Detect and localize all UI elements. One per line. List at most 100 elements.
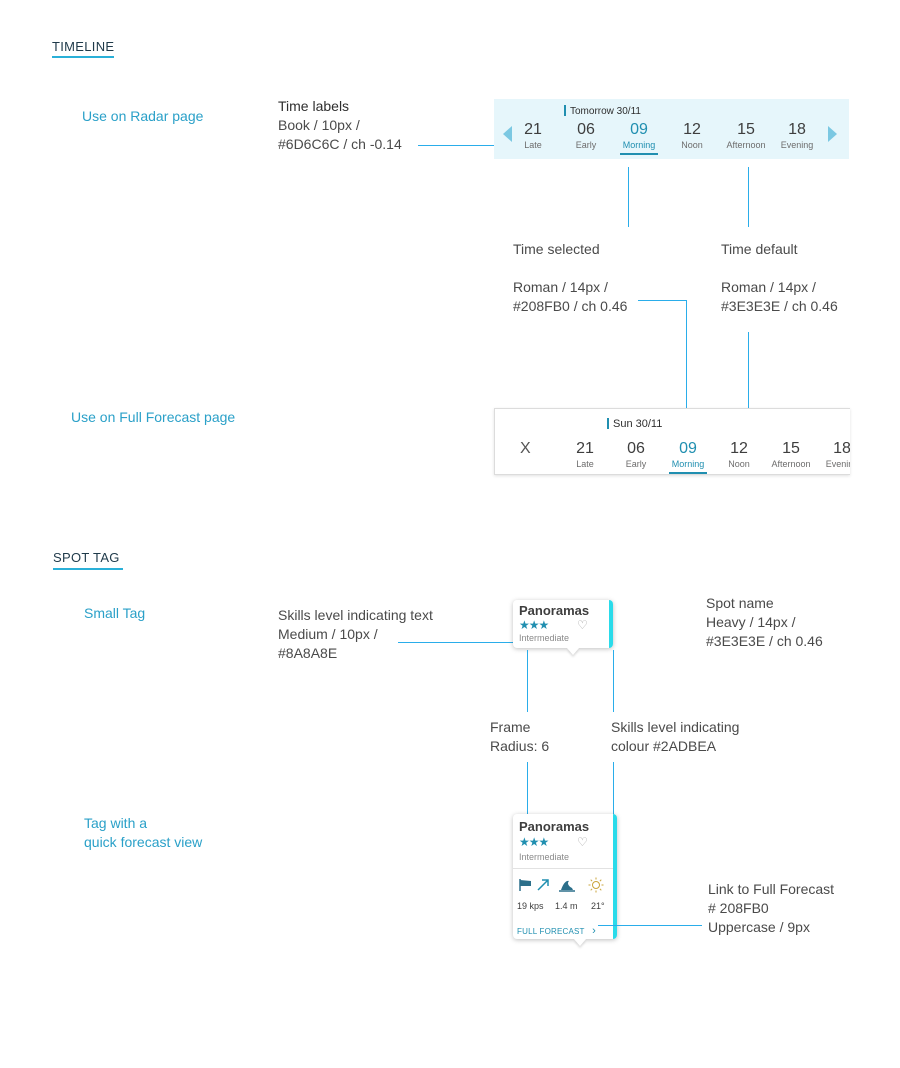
slot-hour: 12 <box>730 440 748 457</box>
slot-label: Afternoon <box>726 140 766 150</box>
slot-hour: 18 <box>833 440 850 457</box>
connector-line <box>748 167 749 227</box>
label-small-tag: Small Tag <box>84 605 146 621</box>
label-line: Tag with a <box>84 815 148 831</box>
time-slot[interactable]: 15 Afternoon <box>721 121 771 151</box>
full-forecast-link[interactable]: FULL FORECAST › <box>517 921 596 939</box>
time-slot[interactable]: 18 Evening <box>817 440 850 470</box>
connector-line <box>628 167 629 227</box>
star-rating-icon: ★★★ <box>519 835 549 849</box>
note-line: #8A8A8E <box>278 645 338 661</box>
skill-level-text: Intermediate <box>519 633 570 643</box>
time-slot[interactable]: 15 Afternoon <box>766 440 816 470</box>
connector-line <box>638 300 686 301</box>
timeline-radar: Tomorrow 30/11 21 Late 06 Early 09 Morni… <box>494 99 849 159</box>
slot-label: Noon <box>728 459 750 469</box>
skill-level-text: Intermediate <box>519 852 570 862</box>
note-time-labels: Time labels Book / 10px / #6D6C6C / ch -… <box>278 97 402 154</box>
note-line: Book / 10px / <box>278 117 360 133</box>
note-skills-text: Skills level indicating text Medium / 10… <box>278 606 433 663</box>
slot-label: Afternoon <box>771 459 811 469</box>
note-link: Link to Full Forecast # 208FB0 Uppercase… <box>708 880 834 937</box>
close-icon[interactable]: X <box>520 440 531 457</box>
note-line: Heavy / 14px / <box>706 614 796 630</box>
slot-label: Evening <box>825 459 850 469</box>
slot-label: Morning <box>622 140 656 150</box>
note-line: Link to Full Forecast <box>708 881 835 897</box>
note-line: Medium / 10px / <box>278 626 378 642</box>
tag-pointer <box>567 648 579 655</box>
divider <box>513 868 613 869</box>
label-full-forecast-page: Use on Full Forecast page <box>71 409 236 425</box>
date-marker <box>564 105 566 116</box>
slot-hour: 15 <box>737 121 755 138</box>
slot-hour: 15 <box>782 440 800 457</box>
slot-hour: 18 <box>788 121 806 138</box>
label-tag-forecast: Tag with a quick forecast view <box>84 814 202 852</box>
heart-icon[interactable]: ♡ <box>577 618 588 632</box>
tag-pointer <box>574 939 586 946</box>
temperature: 21° <box>591 901 605 911</box>
note-line: Skills level indicating <box>611 719 740 735</box>
note-line: #6D6C6C / ch -0.14 <box>278 136 402 152</box>
chevron-right-icon[interactable] <box>828 126 837 142</box>
note-line: #208FB0 / ch 0.46 <box>513 298 628 314</box>
note-frame: Frame Radius: 6 <box>490 718 549 756</box>
time-slot[interactable]: 12 Noon <box>714 440 764 470</box>
chevron-right-icon: › <box>592 925 596 937</box>
note-spot-name: Spot name Heavy / 14px / #3E3E3E / ch 0.… <box>706 594 823 651</box>
slot-label: Early <box>575 140 597 150</box>
connector-line <box>527 650 528 712</box>
wind-icon <box>519 879 549 891</box>
timeline-full-forecast: X Sun 30/11 21 Late 06 Early 09 Morning … <box>494 408 850 475</box>
heart-icon[interactable]: ♡ <box>577 835 588 849</box>
timeline-date: Sun 30/11 <box>607 418 662 430</box>
slot-hour: 09 <box>630 121 648 138</box>
skill-level-bar <box>613 814 617 939</box>
slot-hour: 06 <box>627 440 645 457</box>
selected-underline <box>669 472 707 474</box>
note-skills-colour: Skills level indicating colour #2ADBEA <box>611 718 739 756</box>
note-line: #3E3E3E / ch 0.46 <box>721 298 838 314</box>
chevron-left-icon[interactable] <box>503 126 512 142</box>
time-slot[interactable]: 21 Late <box>508 121 558 151</box>
label-radar-page: Use on Radar page <box>82 108 204 124</box>
time-slot[interactable]: 18 Evening <box>772 121 822 151</box>
slot-hour: 21 <box>524 121 542 138</box>
spot-tag-forecast[interactable]: Panoramas ★★★ ♡ Intermediate 19 kps 1.4 … <box>513 814 617 939</box>
note-line: Roman / 14px / <box>721 279 816 295</box>
time-slot[interactable]: 06 Early <box>611 440 661 470</box>
slot-hour: 21 <box>576 440 594 457</box>
slot-hour: 06 <box>577 121 595 138</box>
date-marker <box>607 418 609 429</box>
note-time-selected: Time selected Roman / 14px / #208FB0 / c… <box>513 240 627 316</box>
note-line: #3E3E3E / ch 0.46 <box>706 633 823 649</box>
wind-speed: 19 kps <box>517 901 544 911</box>
wave-height: 1.4 m <box>555 901 578 911</box>
time-slot-selected[interactable]: 09 Morning <box>663 440 713 474</box>
timeline-date: Tomorrow 30/11 <box>564 105 641 117</box>
connector-line <box>598 925 702 926</box>
note-line: Uppercase / 9px <box>708 919 810 935</box>
note-line: Radius: 6 <box>490 738 550 754</box>
slot-hour: 09 <box>679 440 697 457</box>
slot-label: Late <box>524 140 542 150</box>
date-text: Sun 30/11 <box>613 418 663 430</box>
section-title-timeline: TIMELINE <box>52 39 115 54</box>
note-title: Time labels <box>278 98 350 114</box>
note-line: Frame <box>490 719 531 735</box>
spot-tag-small[interactable]: Panoramas ★★★ ♡ Intermediate <box>513 600 613 648</box>
slot-label: Early <box>625 459 647 469</box>
time-slot[interactable]: 12 Noon <box>667 121 717 151</box>
time-slot[interactable]: 21 Late <box>560 440 610 470</box>
note-title: Skills level indicating text <box>278 607 433 623</box>
connector-line <box>613 650 614 712</box>
slot-label: Evening <box>780 140 814 150</box>
time-slot-selected[interactable]: 09 Morning <box>614 121 664 155</box>
time-slot[interactable]: 06 Early <box>561 121 611 151</box>
section-title-spot-tag: SPOT TAG <box>53 550 120 565</box>
connector-line <box>686 300 687 430</box>
slot-label: Morning <box>671 459 705 469</box>
connector-line <box>748 332 749 430</box>
slot-hour: 12 <box>683 121 701 138</box>
